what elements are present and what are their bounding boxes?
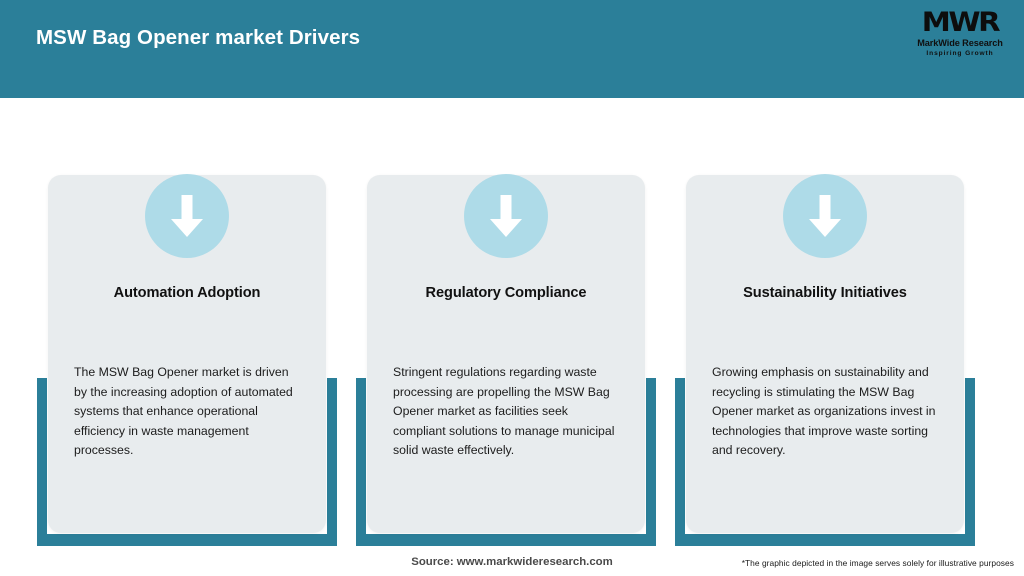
driver-card-3: Sustainability Initiatives Growing empha… — [675, 140, 975, 546]
driver-card-2: Regulatory Compliance Stringent regulati… — [356, 140, 656, 546]
logo-tagline: Inspiring Growth — [926, 50, 994, 57]
disclaimer-note: *The graphic depicted in the image serve… — [741, 558, 1014, 568]
card-body-text: The MSW Bag Opener market is driven by t… — [74, 365, 293, 457]
card-title: Automation Adoption — [113, 285, 261, 301]
driver-card-1: Automation Adoption The MSW Bag Opener m… — [37, 140, 337, 546]
page-title: MSW Bag Opener market Drivers — [36, 26, 361, 49]
card-title: Regulatory Compliance — [425, 285, 587, 301]
card-accent-bracket — [356, 378, 656, 546]
down-arrow-icon — [783, 174, 867, 258]
logo-company-name: MarkWide Research — [917, 38, 1003, 48]
card-panel: Automation Adoption The MSW Bag Opener m… — [48, 174, 326, 533]
driver-cards-row: Automation Adoption The MSW Bag Opener m… — [0, 140, 1024, 550]
card-body-text: Stringent regulations regarding waste pr… — [393, 365, 615, 457]
card-panel: Regulatory Compliance Stringent regulati… — [367, 174, 645, 533]
header-bar: MSW Bag Opener market Drivers MWR MarkWi… — [0, 0, 1024, 98]
card-accent-bracket — [37, 378, 337, 546]
down-arrow-icon — [145, 174, 229, 258]
card-panel: Sustainability Initiatives Growing empha… — [686, 174, 964, 533]
source-label: Source: www.markwideresearch.com — [411, 556, 613, 568]
logo-monogram: MWR — [921, 7, 1001, 38]
brand-logo: MWR MarkWide Research Inspiring Growth — [908, 8, 1012, 64]
down-arrow-icon — [464, 174, 548, 258]
card-title: Sustainability Initiatives — [743, 285, 907, 301]
card-accent-bracket — [675, 378, 975, 546]
card-body-text: Growing emphasis on sustainability and r… — [712, 365, 936, 457]
